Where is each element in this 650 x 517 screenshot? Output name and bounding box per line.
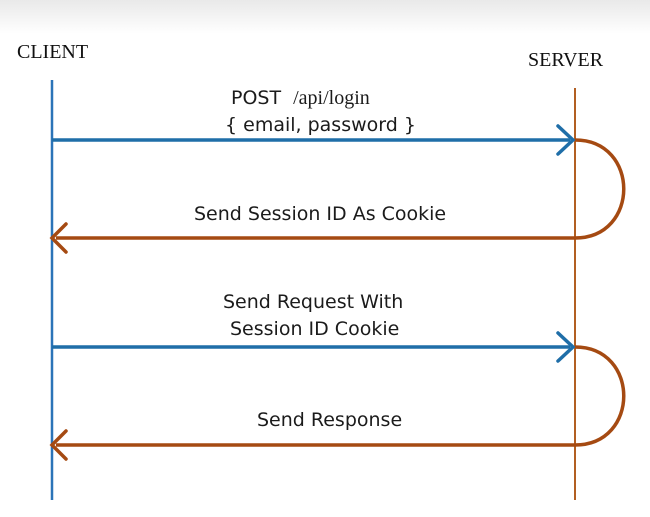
session-request-label-line2: Session ID Cookie	[230, 318, 399, 340]
server-process-loop-2	[574, 345, 626, 447]
login-request-label: POST/api/login	[231, 87, 370, 109]
login-path: /api/login	[293, 87, 370, 109]
login-body-label: { email, password }	[225, 114, 416, 136]
top-gradient-band	[0, 0, 650, 34]
response-label: Send Response	[257, 409, 402, 431]
server-label: SERVER	[528, 49, 604, 71]
session-request-arrow	[52, 331, 576, 363]
client-label: CLIENT	[17, 41, 88, 63]
login-request-arrow	[52, 124, 576, 156]
session-cookie-label: Send Session ID As Cookie	[194, 203, 446, 225]
server-process-loop-1	[574, 138, 626, 240]
login-method: POST	[231, 87, 281, 109]
response-arrow	[49, 429, 575, 461]
session-cookie-arrow	[49, 222, 575, 254]
session-request-label-line1: Send Request With	[223, 291, 403, 313]
